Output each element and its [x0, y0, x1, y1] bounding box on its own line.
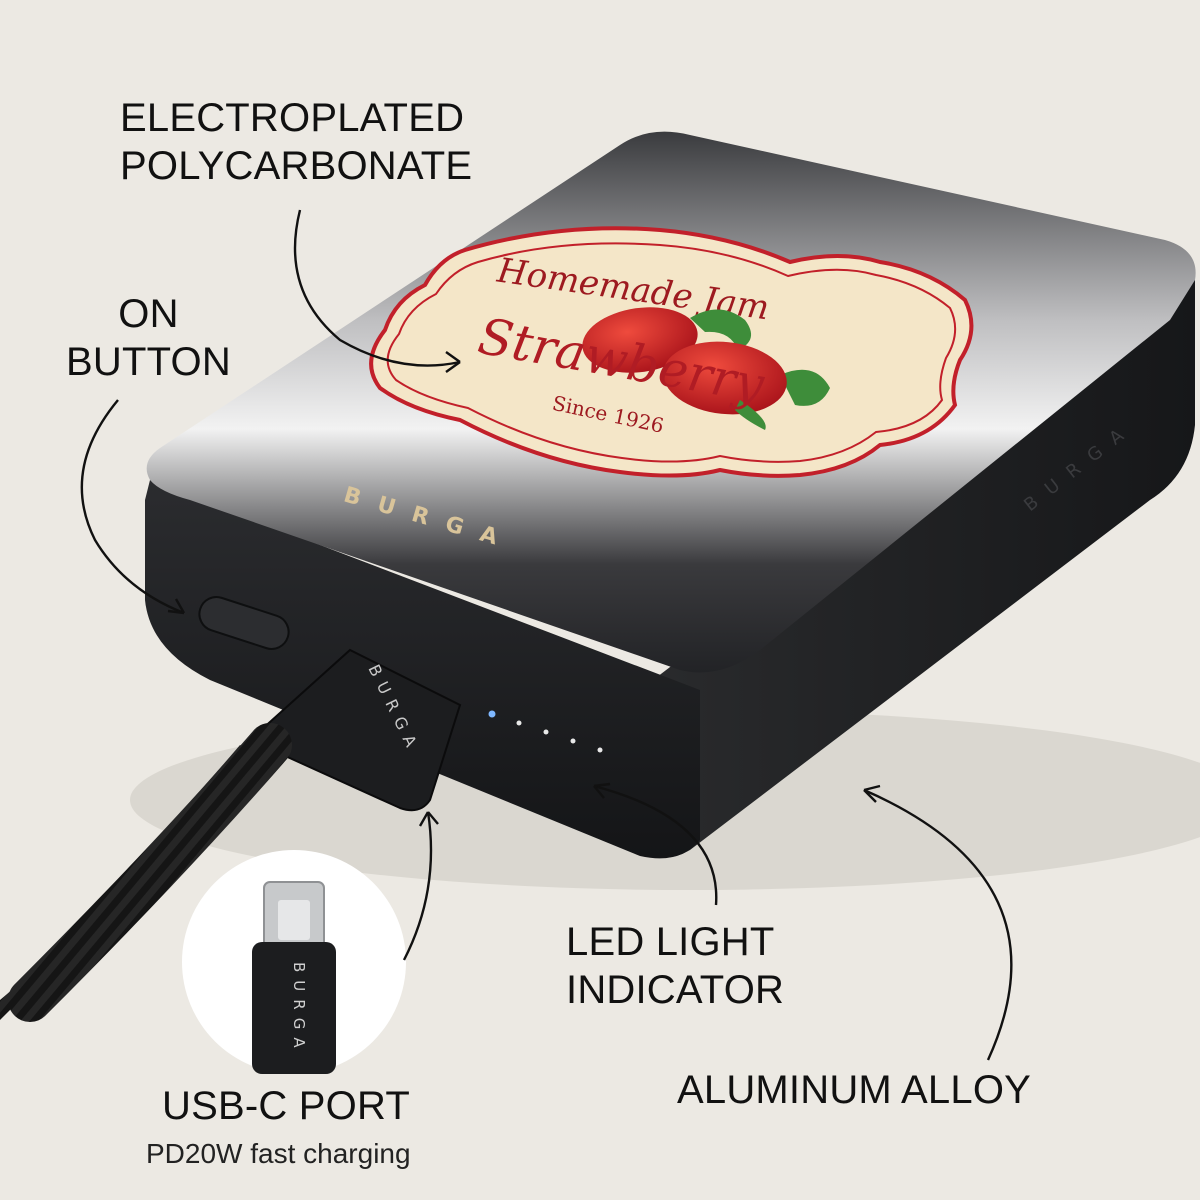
led-dot — [488, 710, 496, 718]
arrow-usb — [402, 811, 433, 961]
jam-label: Homemade Jam Strawberry Since 1926 — [369, 226, 974, 478]
callout-aluminum: ALUMINUM ALLOY — [677, 1066, 1031, 1114]
arrow-on-button — [80, 399, 185, 615]
arrow-led — [593, 784, 718, 906]
callout-on-line2: BUTTON — [66, 340, 231, 384]
arrow-usb-head — [418, 811, 439, 827]
callout-usb-label: USB-C PORT — [162, 1084, 410, 1128]
callout-led-line2: INDICATOR — [566, 968, 785, 1012]
usb-c-tip-inner — [278, 900, 310, 940]
zoom-brand: BURGA — [290, 962, 308, 1056]
led-dot — [543, 729, 549, 735]
arrow-aluminum — [863, 788, 1013, 1061]
arrow-on-button-head — [167, 598, 186, 615]
arrow-electroplated — [293, 209, 461, 367]
callout-electroplated-line2: POLYCARBONATE — [120, 144, 473, 188]
on-button[interactable] — [195, 593, 293, 654]
led-indicators — [488, 710, 603, 753]
arrow-aluminum-head — [863, 784, 881, 803]
callout-on-line1: ON — [118, 292, 179, 336]
callout-usb: USB-C PORT — [162, 1082, 410, 1130]
braided-cable-main — [8, 723, 292, 1022]
usb-c-body — [252, 942, 336, 1074]
front-face — [145, 480, 700, 859]
led-dot — [570, 738, 576, 744]
callout-electroplated: ELECTROPLATED POLYCARBONATE — [120, 94, 472, 190]
callout-on-button: ON BUTTON — [66, 290, 231, 386]
callout-arrows — [80, 209, 1013, 1061]
connector-body — [248, 648, 462, 812]
callout-usb-sub: PD20W fast charging — [146, 1138, 411, 1169]
arrow-electroplated-head — [445, 351, 461, 373]
arrow-led-head — [593, 782, 611, 799]
side-face — [640, 275, 1195, 858]
led-dot — [597, 747, 603, 753]
callout-aluminum-label: ALUMINUM ALLOY — [677, 1068, 1032, 1112]
led-dot — [516, 720, 522, 726]
callout-led: LED LIGHT INDICATOR — [566, 918, 784, 1014]
label-inner-border — [386, 242, 957, 463]
usb-c-zoom: BURGA — [182, 850, 406, 1074]
callout-electroplated-line1: ELECTROPLATED — [120, 96, 465, 140]
strawberry-icon — [582, 307, 830, 430]
callout-led-line1: LED LIGHT — [566, 920, 775, 964]
